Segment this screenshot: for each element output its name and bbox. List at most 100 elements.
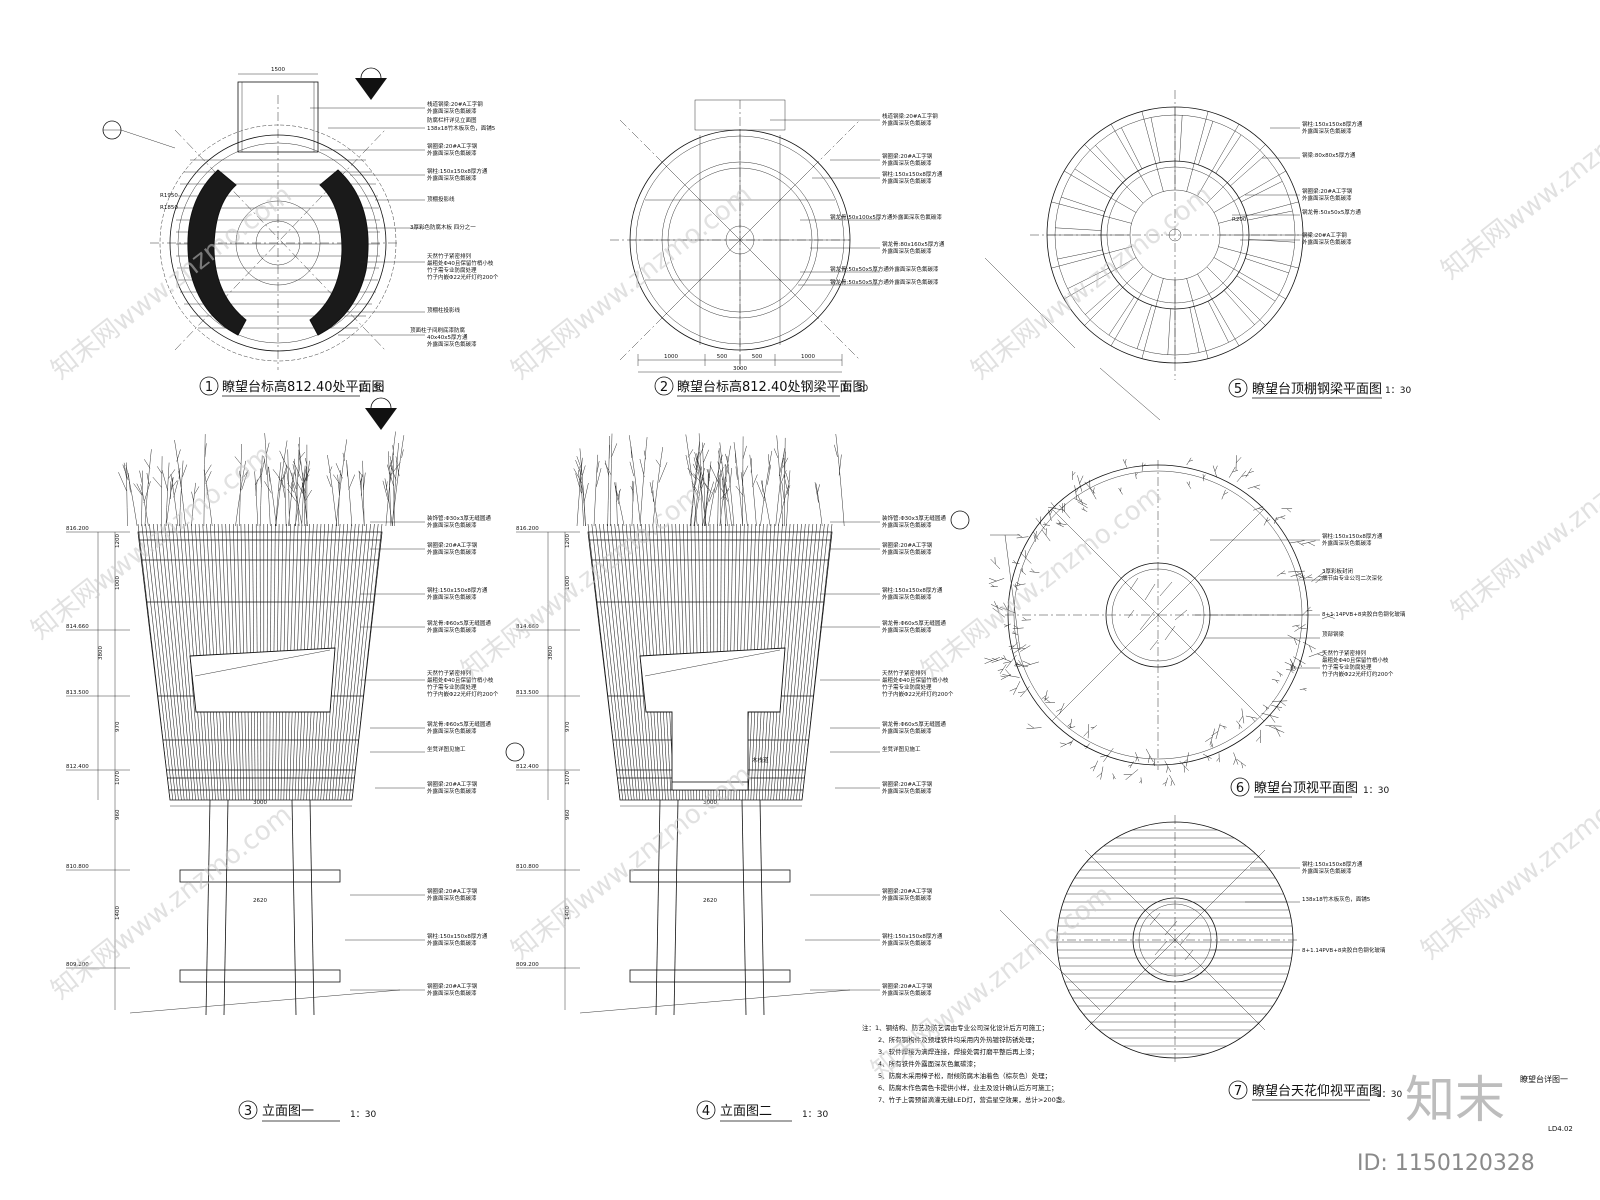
bamboo-twig (1300, 540, 1316, 547)
bamboo-twig (1164, 760, 1172, 773)
bamboo-stalk (346, 523, 375, 801)
bamboo-tip (749, 454, 758, 527)
watermark-text: 知末网www.znzmo.com (1436, 80, 1600, 286)
svg-text:钢梁:20#A工字钢: 钢梁:20#A工字钢 (1302, 231, 1347, 239)
bamboo-twig (1011, 631, 1018, 635)
roof-spoke-pair (1085, 283, 1120, 315)
bamboo-canopy-twigs (984, 455, 1335, 787)
view-1-title: 瞭望台标高812.40处平面图 (222, 379, 385, 395)
view-3-number: 3 (244, 1104, 252, 1119)
bamboo-twig (984, 657, 1000, 664)
plan2-dim-a: 1000 (664, 354, 678, 360)
bamboo-twig (999, 602, 1016, 614)
bamboo-twig (991, 657, 1005, 663)
svg-text:钢梁:80x80x5厚方通: 钢梁:80x80x5厚方通 (1302, 151, 1356, 159)
svg-text:钢圈梁:20#A工字钢: 钢圈梁:20#A工字钢 (427, 982, 478, 990)
svg-text:外露面深灰色氟碳漆: 外露面深灰色氟碳漆 (1302, 238, 1352, 246)
bamboo-twig (1233, 752, 1239, 765)
bamboo-tip (834, 433, 845, 527)
bamboo-twig (1221, 489, 1229, 500)
svg-text:竹子需专业防腐处理: 竹子需专业防腐处理 (427, 683, 477, 691)
svg-text:钢圈梁:20#A工字钢: 钢圈梁:20#A工字钢 (427, 780, 478, 788)
bamboo-twig (1045, 699, 1056, 703)
bamboo-twig (1293, 656, 1306, 668)
bamboo-stalk (798, 523, 829, 801)
bamboo-tip (170, 473, 179, 527)
svg-text:钢柱:150x150x8厚方通: 钢柱:150x150x8厚方通 (427, 167, 488, 175)
vertical-dim: 1070 (565, 771, 571, 785)
svg-text:3、软件焊接为满焊连接，焊接处需打磨平整后再上漆；: 3、软件焊接为满焊连接，焊接处需打磨平整后再上漆； (878, 1047, 1038, 1056)
watermark-text: 知末网www.znzmo.com (966, 180, 1218, 386)
plan2-annotations: 栈道钢梁:20#A工字钢 外露面深灰色氟碳漆 钢圈梁:20#A工字钢 外露面深灰… (830, 112, 945, 286)
level-label: 812.400 (66, 764, 89, 770)
bamboo-tip (326, 454, 338, 527)
svg-text:外露面深灰色氟碳漆: 外露面深灰色氟碳漆 (427, 787, 477, 795)
bamboo-twig (1074, 495, 1088, 506)
bamboo-tip (234, 443, 242, 527)
timber-seat (671, 781, 749, 791)
roof-spoke (1213, 170, 1286, 213)
bamboo-twig (1096, 766, 1104, 780)
bamboo-tip (296, 482, 312, 527)
svg-text:外露面深灰色氟碳漆: 外露面深灰色氟碳漆 (882, 787, 932, 795)
bamboo-twig (1029, 568, 1040, 573)
roof-spoke (1051, 201, 1132, 224)
svg-text:外露面深灰色氟碳漆: 外露面深灰色氟碳漆 (427, 149, 477, 157)
bamboo-stalk (172, 523, 196, 801)
bamboo-twig (1057, 522, 1064, 528)
base-width-dim: 2620 (253, 898, 267, 904)
bamboo-stalk (776, 523, 798, 801)
vertical-dim: 1000 (565, 576, 571, 590)
svg-text:天然竹子紧密排列: 天然竹子紧密排列 (427, 669, 472, 677)
svg-text:坐凳详图见施工: 坐凳详图见施工 (427, 745, 466, 753)
bamboo-stalk (793, 523, 821, 801)
bamboo-twig (1235, 455, 1242, 471)
svg-text:钢圈梁:20#A工字钢: 钢圈梁:20#A工字钢 (427, 887, 478, 895)
bamboo-twig (1059, 741, 1072, 748)
bamboo-twig (997, 664, 1007, 674)
view-7-number: 7 (1234, 1084, 1242, 1099)
roof-spoke (1206, 144, 1266, 204)
roof-spoke (1110, 273, 1153, 346)
bamboo-twig (1009, 681, 1021, 695)
svg-text:5、防腐木采用樟子松，耐候防腐木油着色（棕灰色）处理；: 5、防腐木采用樟子松，耐候防腐木油着色（棕灰色）处理； (878, 1071, 1051, 1080)
bamboo-twig (1265, 725, 1282, 732)
bamboo-tip (735, 470, 748, 527)
bamboo-tip (573, 448, 586, 527)
bamboo-tip (575, 465, 586, 527)
vertical-dim: 970 (115, 721, 121, 732)
bamboo-twig (1017, 686, 1030, 698)
roof-spoke-pair (1230, 155, 1265, 187)
bamboo-tip (259, 455, 265, 527)
svg-text:钢龙骨:50x50x5厚方通: 钢龙骨:50x50x5厚方通 (1302, 208, 1361, 216)
width-dim: 3000 (253, 800, 267, 806)
roof-spoke-pair (1057, 249, 1103, 260)
bamboo-twig (1112, 773, 1116, 780)
svg-text:138x18竹木板灰色，面铺5: 138x18竹木板灰色，面铺5 (427, 124, 496, 132)
bamboo-twig (988, 577, 1005, 584)
roof-spoke-pair (1241, 181, 1283, 203)
svg-text:外露面深灰色氟碳漆: 外露面深灰色氟碳漆 (882, 177, 932, 185)
vertical-dim: 960 (565, 809, 571, 820)
roof-spoke (1206, 266, 1266, 326)
view-4-scale: 1：30 (802, 1110, 828, 1120)
lower-ring-beam (179, 869, 341, 883)
watermark-text: 知末网www.znzmo.com (1416, 760, 1600, 966)
bamboo-stalk (787, 523, 814, 801)
bamboo-stalk (603, 523, 632, 801)
svg-text:外露面深灰色氟碳漆: 外露面深灰色氟碳漆 (427, 593, 477, 601)
bamboo-tip (254, 471, 263, 527)
roof-spoke-pair (1223, 290, 1255, 325)
svg-text:外露面深灰色氟碳漆: 外露面深灰色氟碳漆 (882, 548, 932, 556)
plan1-top-dim: 1500 (271, 67, 285, 73)
svg-text:钢龙骨:Φ60x5厚无缝圆通: 钢龙骨:Φ60x5厚无缝圆通 (882, 720, 946, 728)
bamboo-twig (1077, 499, 1088, 509)
bamboo-twig (990, 557, 1001, 570)
view-2-steel-beam-plan: 1000 500 500 1000 3000 栈道钢梁:20#A工字钢 外露面深… (610, 99, 945, 397)
bamboo-stalk (779, 523, 802, 801)
bamboo-twig (1212, 465, 1218, 478)
bamboo-stalk (334, 523, 360, 801)
level-label: 816.200 (516, 526, 539, 532)
svg-text:外露面深灰色氟碳漆: 外露面深灰色氟碳漆 (882, 119, 932, 127)
steel-column (655, 799, 661, 1016)
